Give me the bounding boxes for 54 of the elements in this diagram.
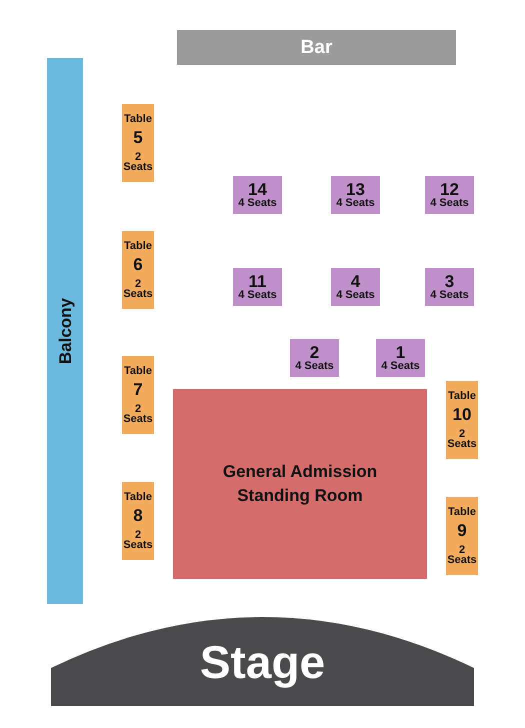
table-block [331, 268, 380, 306]
table-block [122, 482, 154, 560]
table-label: Table [124, 366, 152, 377]
table-block [233, 268, 282, 306]
table-label: Table [124, 114, 152, 125]
table-number: 5 [133, 128, 143, 146]
seat-count: 2 Seats [123, 278, 153, 300]
table-number: 7 [133, 380, 143, 398]
standing-area [173, 389, 427, 579]
table-number: 6 [133, 256, 143, 273]
seat-count: 4 Seats [336, 290, 375, 301]
area-label: Balcony [56, 298, 74, 364]
table-block [425, 176, 474, 214]
seat-count: 4 Seats [238, 290, 277, 301]
table-label: Table [448, 390, 476, 402]
table-label: Table [124, 492, 152, 503]
seat-count: 2 Seats [123, 404, 153, 424]
seat-count: 4 Seats [430, 198, 469, 209]
seat-count: 2 Seats [123, 530, 153, 550]
seat-count: 4 Seats [238, 198, 277, 209]
seat-count: 2 Seats [123, 152, 153, 172]
seat-count: 4 Seats [381, 361, 420, 372]
table-label: Table [448, 506, 476, 518]
seat-count: 4 Seats [336, 198, 375, 209]
seat-count: 2 Seats [447, 544, 477, 566]
table-label: Table [124, 240, 152, 252]
table-number: 14 [248, 181, 267, 198]
table-number: 2 [310, 344, 320, 361]
table-block [122, 231, 154, 309]
table-block [122, 104, 154, 182]
table-block [425, 268, 474, 306]
table-number: 13 [346, 181, 365, 198]
seat-count: 4 Seats [295, 361, 334, 372]
table-block [122, 356, 154, 434]
bar-area [177, 30, 456, 65]
area-label: Bar [300, 38, 332, 57]
table-block [446, 497, 478, 575]
table-number: 11 [248, 273, 266, 290]
table-number: 1 [396, 344, 406, 361]
table-number: 9 [457, 522, 467, 539]
table-number: 3 [444, 273, 454, 290]
table-block [446, 381, 478, 459]
table-block [290, 339, 339, 377]
seat-count: 4 Seats [430, 290, 469, 301]
table-block [233, 176, 282, 214]
table-block [331, 176, 380, 214]
area-label: General Admission Standing Room [222, 461, 378, 507]
table-block [376, 339, 425, 377]
balcony-area [47, 58, 83, 604]
table-number: 8 [133, 506, 143, 524]
table-number: 10 [452, 406, 472, 423]
table-number: 12 [440, 181, 459, 198]
seat-count: 2 Seats [447, 428, 477, 450]
table-number: 4 [350, 273, 360, 290]
